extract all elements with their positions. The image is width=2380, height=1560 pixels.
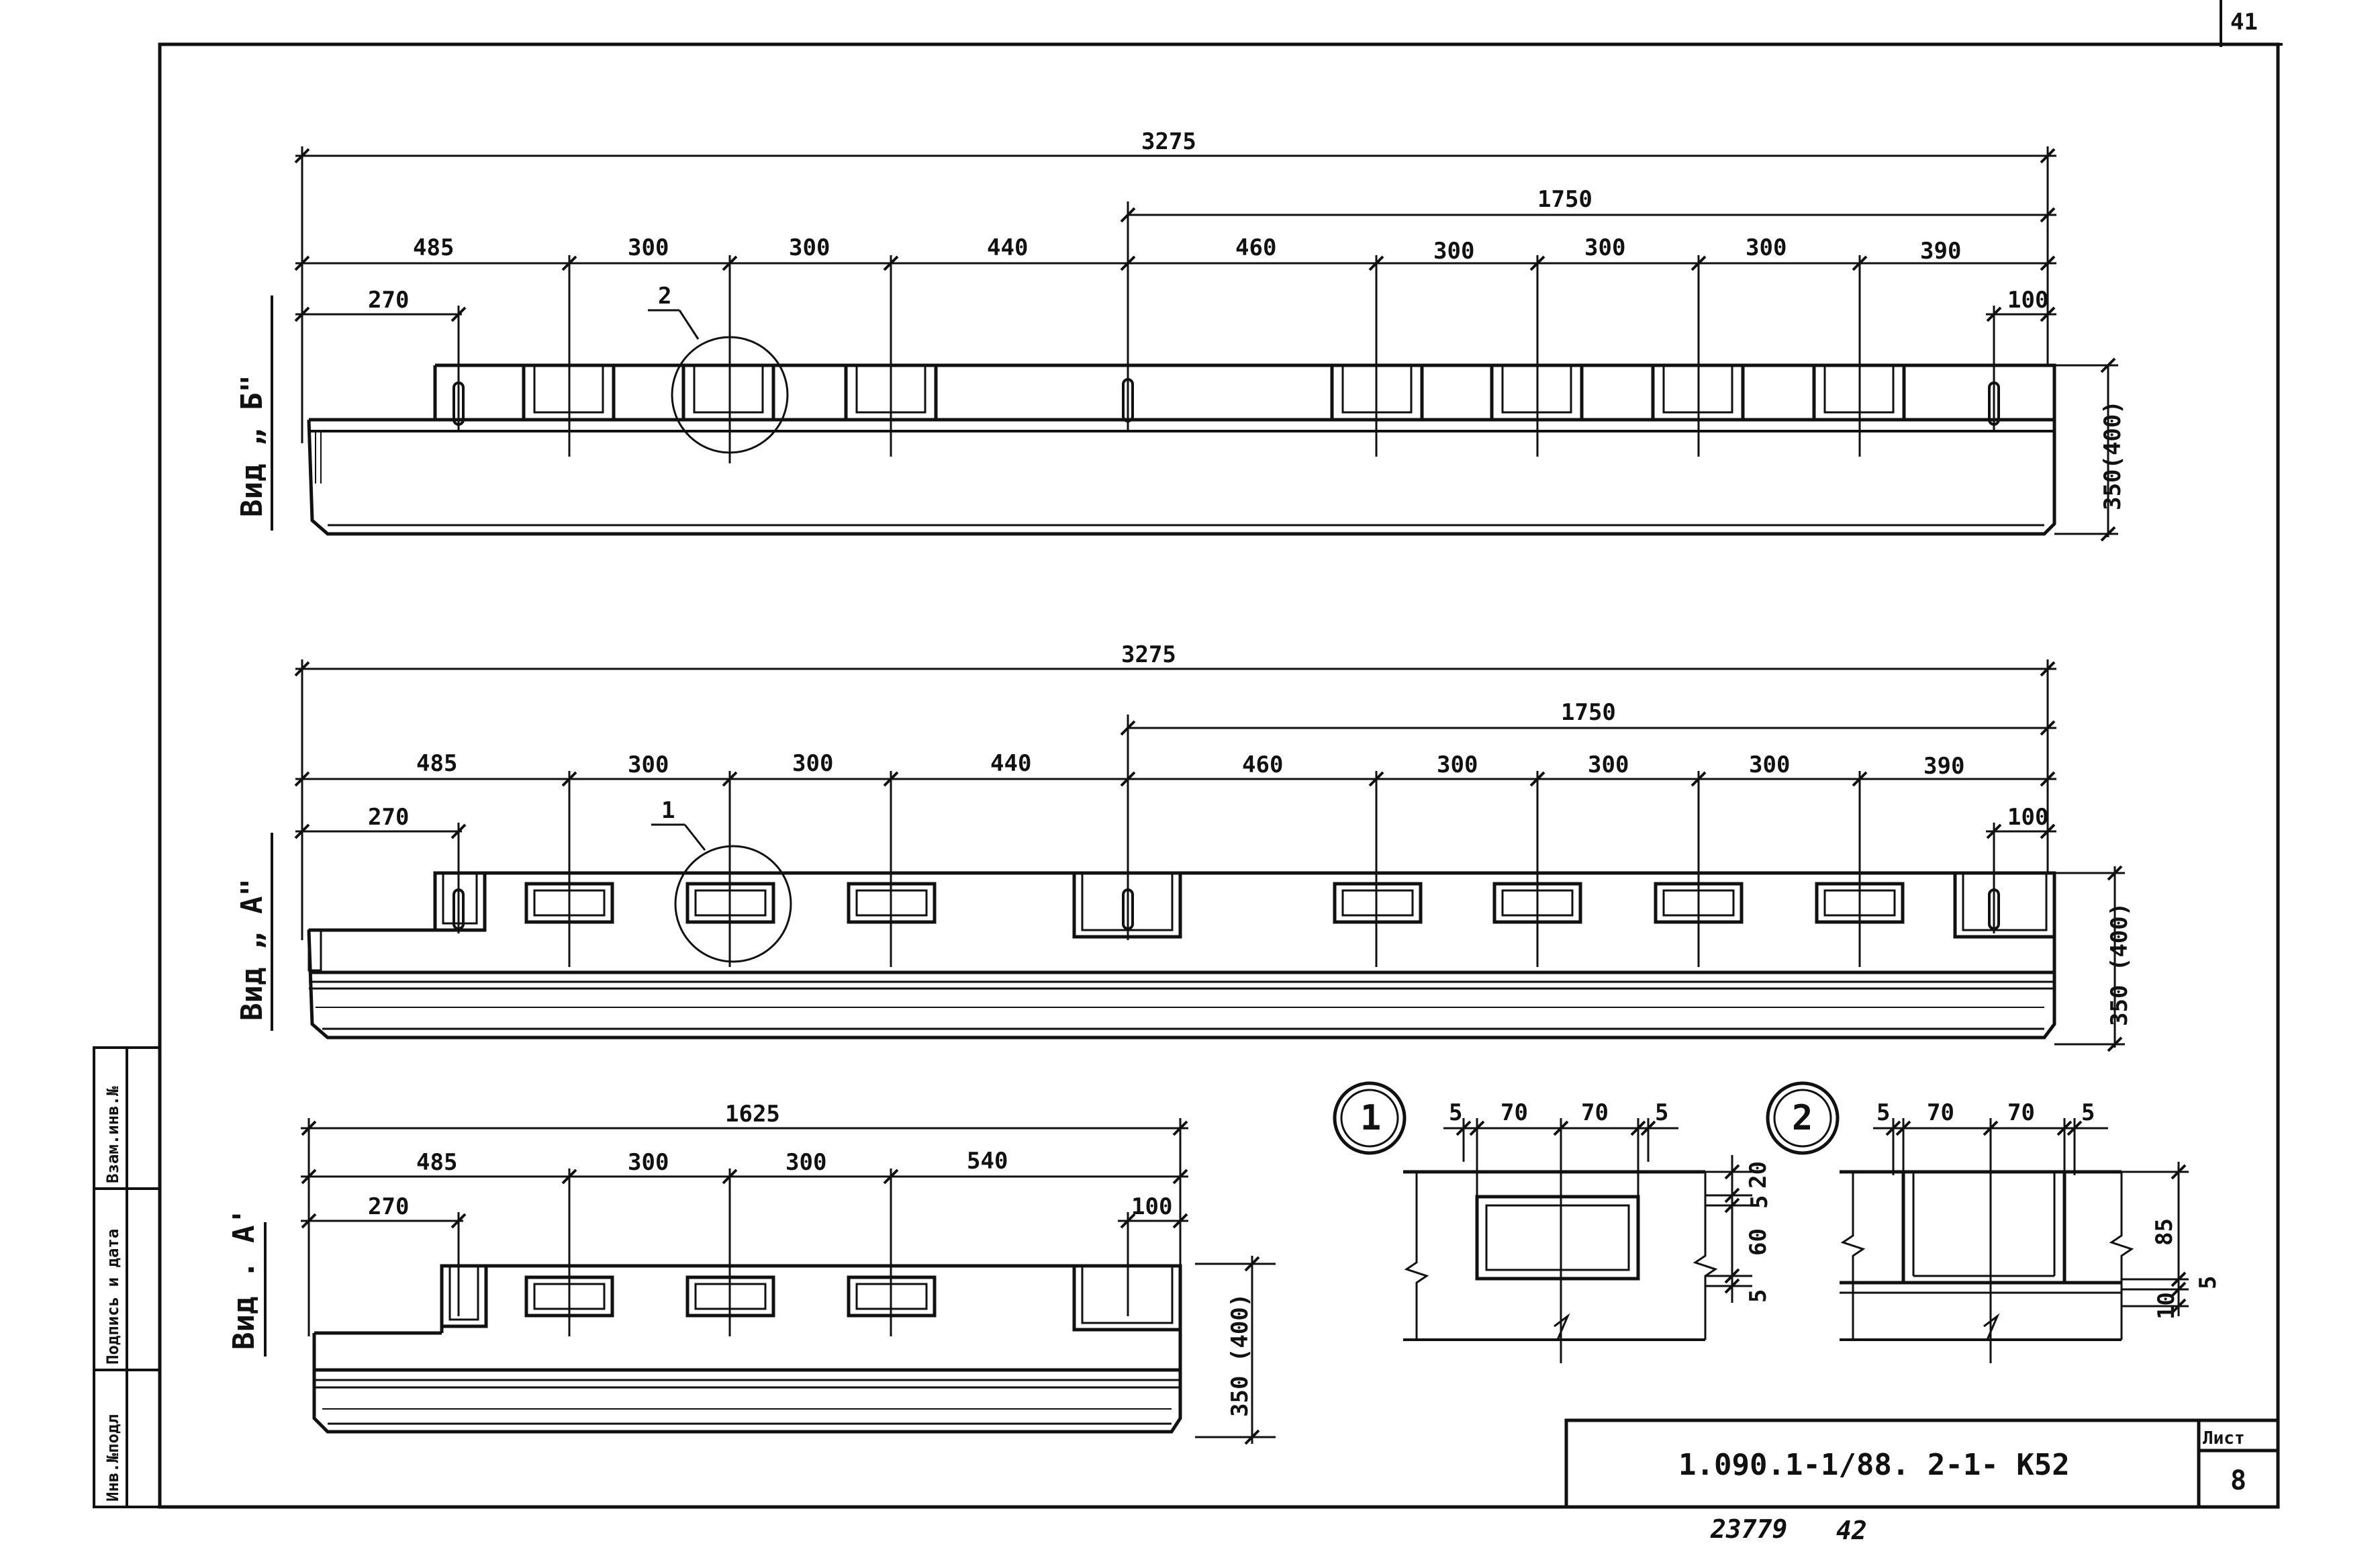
view-b-left-offset: 270 [368, 287, 409, 314]
view-b-dimension-ticks [294, 148, 2116, 542]
footer-left-number: 23779 [1710, 1514, 1787, 1544]
view-a-prime-title: Вид . А' [227, 1207, 261, 1350]
view-b-seg-6: 300 [1433, 238, 1474, 265]
view-a-seg-1: 485 [416, 750, 457, 777]
view-a-seg-9: 390 [1923, 753, 1964, 780]
view-b-title: Вид „ Б" [235, 375, 269, 517]
view-a-dimension-ticks [294, 661, 2123, 1052]
view-a-title: Вид „ А" [235, 878, 269, 1021]
view-b-seg-8: 300 [1746, 234, 1787, 261]
detail-2-dimension-lines [1873, 1118, 2189, 1363]
title-block [1564, 1418, 2280, 1509]
side-strip-inv-orig: Инв.№подл [103, 1414, 122, 1502]
detail-1-right-dim-2: 5 [1746, 1195, 1773, 1209]
detail-2-label: 2 [1792, 1098, 1813, 1138]
view-a-left-offset: 270 [368, 804, 409, 831]
view-b-right-offset: 100 [2007, 287, 2048, 314]
detail-2-right-dim-2: 5 [2195, 1276, 2222, 1289]
detail-1-right-dim-1: 20 [1745, 1161, 1772, 1189]
view-b-seg-9: 390 [1920, 238, 1961, 265]
view-b-seg-7: 300 [1584, 234, 1625, 261]
view-b-seg-3: 300 [789, 234, 830, 261]
detail-2-top-dim-1: 5 [1876, 1099, 1890, 1126]
corner-number: 41 [2230, 9, 2258, 36]
detail-2: 2 5 70 70 5 85 5 10 [1766, 1081, 2222, 1363]
view-a-prime-seg-2: 300 [628, 1149, 669, 1176]
view-a-beam [307, 871, 2056, 1040]
footer-right-number: 42 [1836, 1516, 1867, 1545]
side-strip [93, 1046, 161, 1508]
view-b: Вид „ Б" [235, 128, 2126, 542]
detail-1: 1 5 70 70 5 20 5 60 5 [1333, 1081, 1773, 1363]
view-a: Вид „ А" [235, 641, 2133, 1052]
view-b-total-dim: 3275 [1141, 128, 1196, 155]
side-strip-sign-date: Подпись и дата [103, 1229, 122, 1365]
view-a-prime-seg-4: 540 [967, 1148, 1008, 1175]
view-a-seg-8: 300 [1749, 751, 1790, 778]
view-b-dimension-lines [295, 146, 2118, 537]
detail-1-dimension-lines [1443, 1118, 1752, 1363]
drawing-code: 1.090.1-1/88. 2-1- К52 [1678, 1448, 2070, 1482]
view-b-seg-4: 440 [987, 234, 1028, 261]
detail-1-badge [1333, 1081, 1407, 1155]
detail-2-top-dim-3: 70 [2007, 1099, 2035, 1126]
detail-2-dimension-ticks [1885, 1120, 2187, 1314]
detail-2-section [1840, 1170, 2134, 1341]
view-a-callout [651, 823, 792, 963]
detail-1-top-dim-1: 5 [1449, 1099, 1462, 1126]
view-a-prime-beam [312, 1264, 1182, 1434]
view-b-callout [648, 309, 789, 454]
view-a-height-dim: 350 (400) [2106, 903, 2133, 1026]
view-a-callout-label: 1 [661, 797, 675, 824]
view-b-height-dim: 350(400) [2099, 400, 2126, 510]
detail-1-top-dim-3: 70 [1581, 1099, 1609, 1126]
view-b-callout-label: 2 [658, 283, 671, 310]
view-a-seg-3: 300 [792, 750, 833, 777]
view-a-prime-seg-3: 300 [786, 1149, 826, 1176]
view-a-dimension-lines [295, 659, 2125, 1048]
sheet-frame [158, 0, 2283, 1509]
view-a-seg-2: 300 [628, 751, 669, 778]
view-b-seg-2: 300 [628, 234, 669, 261]
detail-1-section [1403, 1170, 1718, 1341]
view-a-prime-seg-1: 485 [416, 1149, 457, 1176]
view-a-seg-4: 440 [990, 750, 1031, 777]
detail-2-top-dim-2: 70 [1927, 1099, 1954, 1126]
view-b-right-span-dim: 1750 [1537, 186, 1592, 213]
detail-2-top-dim-4: 5 [2081, 1099, 2095, 1126]
view-a-prime-right-offset: 100 [1131, 1193, 1172, 1220]
view-a-seg-7: 300 [1588, 751, 1629, 778]
view-b-seg-5: 460 [1235, 234, 1276, 261]
detail-1-right-dim-3: 60 [1745, 1228, 1772, 1256]
detail-2-badge [1766, 1081, 1840, 1155]
sheet-label: Лист [2203, 1428, 2245, 1449]
view-a-seg-5: 460 [1242, 751, 1283, 778]
detail-1-label: 1 [1360, 1098, 1381, 1138]
view-b-beam [307, 363, 2056, 536]
detail-1-right-dim-4: 5 [1745, 1289, 1772, 1303]
detail-1-top-dim-2: 70 [1501, 1099, 1528, 1126]
view-a-total-dim: 3275 [1121, 641, 1176, 668]
detail-1-top-dim-4: 5 [1655, 1099, 1668, 1126]
view-a-prime-left-offset: 270 [368, 1193, 409, 1220]
detail-2-right-dim-1: 85 [2151, 1218, 2178, 1246]
detail-1-dimension-ticks [1456, 1120, 1740, 1294]
view-a-prime-height-dim: 350 (400) [1227, 1293, 1253, 1417]
view-a-prime: Вид . А' 1625 485 [227, 1101, 1276, 1445]
view-a-right-offset: 100 [2007, 804, 2048, 831]
side-strip-inv-repl: Взам.инв.№ [103, 1086, 122, 1183]
view-a-prime-dimension-ticks [301, 1120, 1260, 1445]
view-a-prime-total-dim: 1625 [725, 1101, 780, 1128]
view-b-seg-1: 485 [413, 234, 454, 261]
sheet-number: 8 [2230, 1465, 2246, 1496]
view-a-right-span-dim: 1750 [1561, 699, 1616, 726]
view-a-seg-6: 300 [1437, 751, 1478, 778]
view-a-prime-dimension-lines [301, 1118, 1276, 1444]
detail-2-right-dim-3: 10 [2153, 1292, 2180, 1320]
